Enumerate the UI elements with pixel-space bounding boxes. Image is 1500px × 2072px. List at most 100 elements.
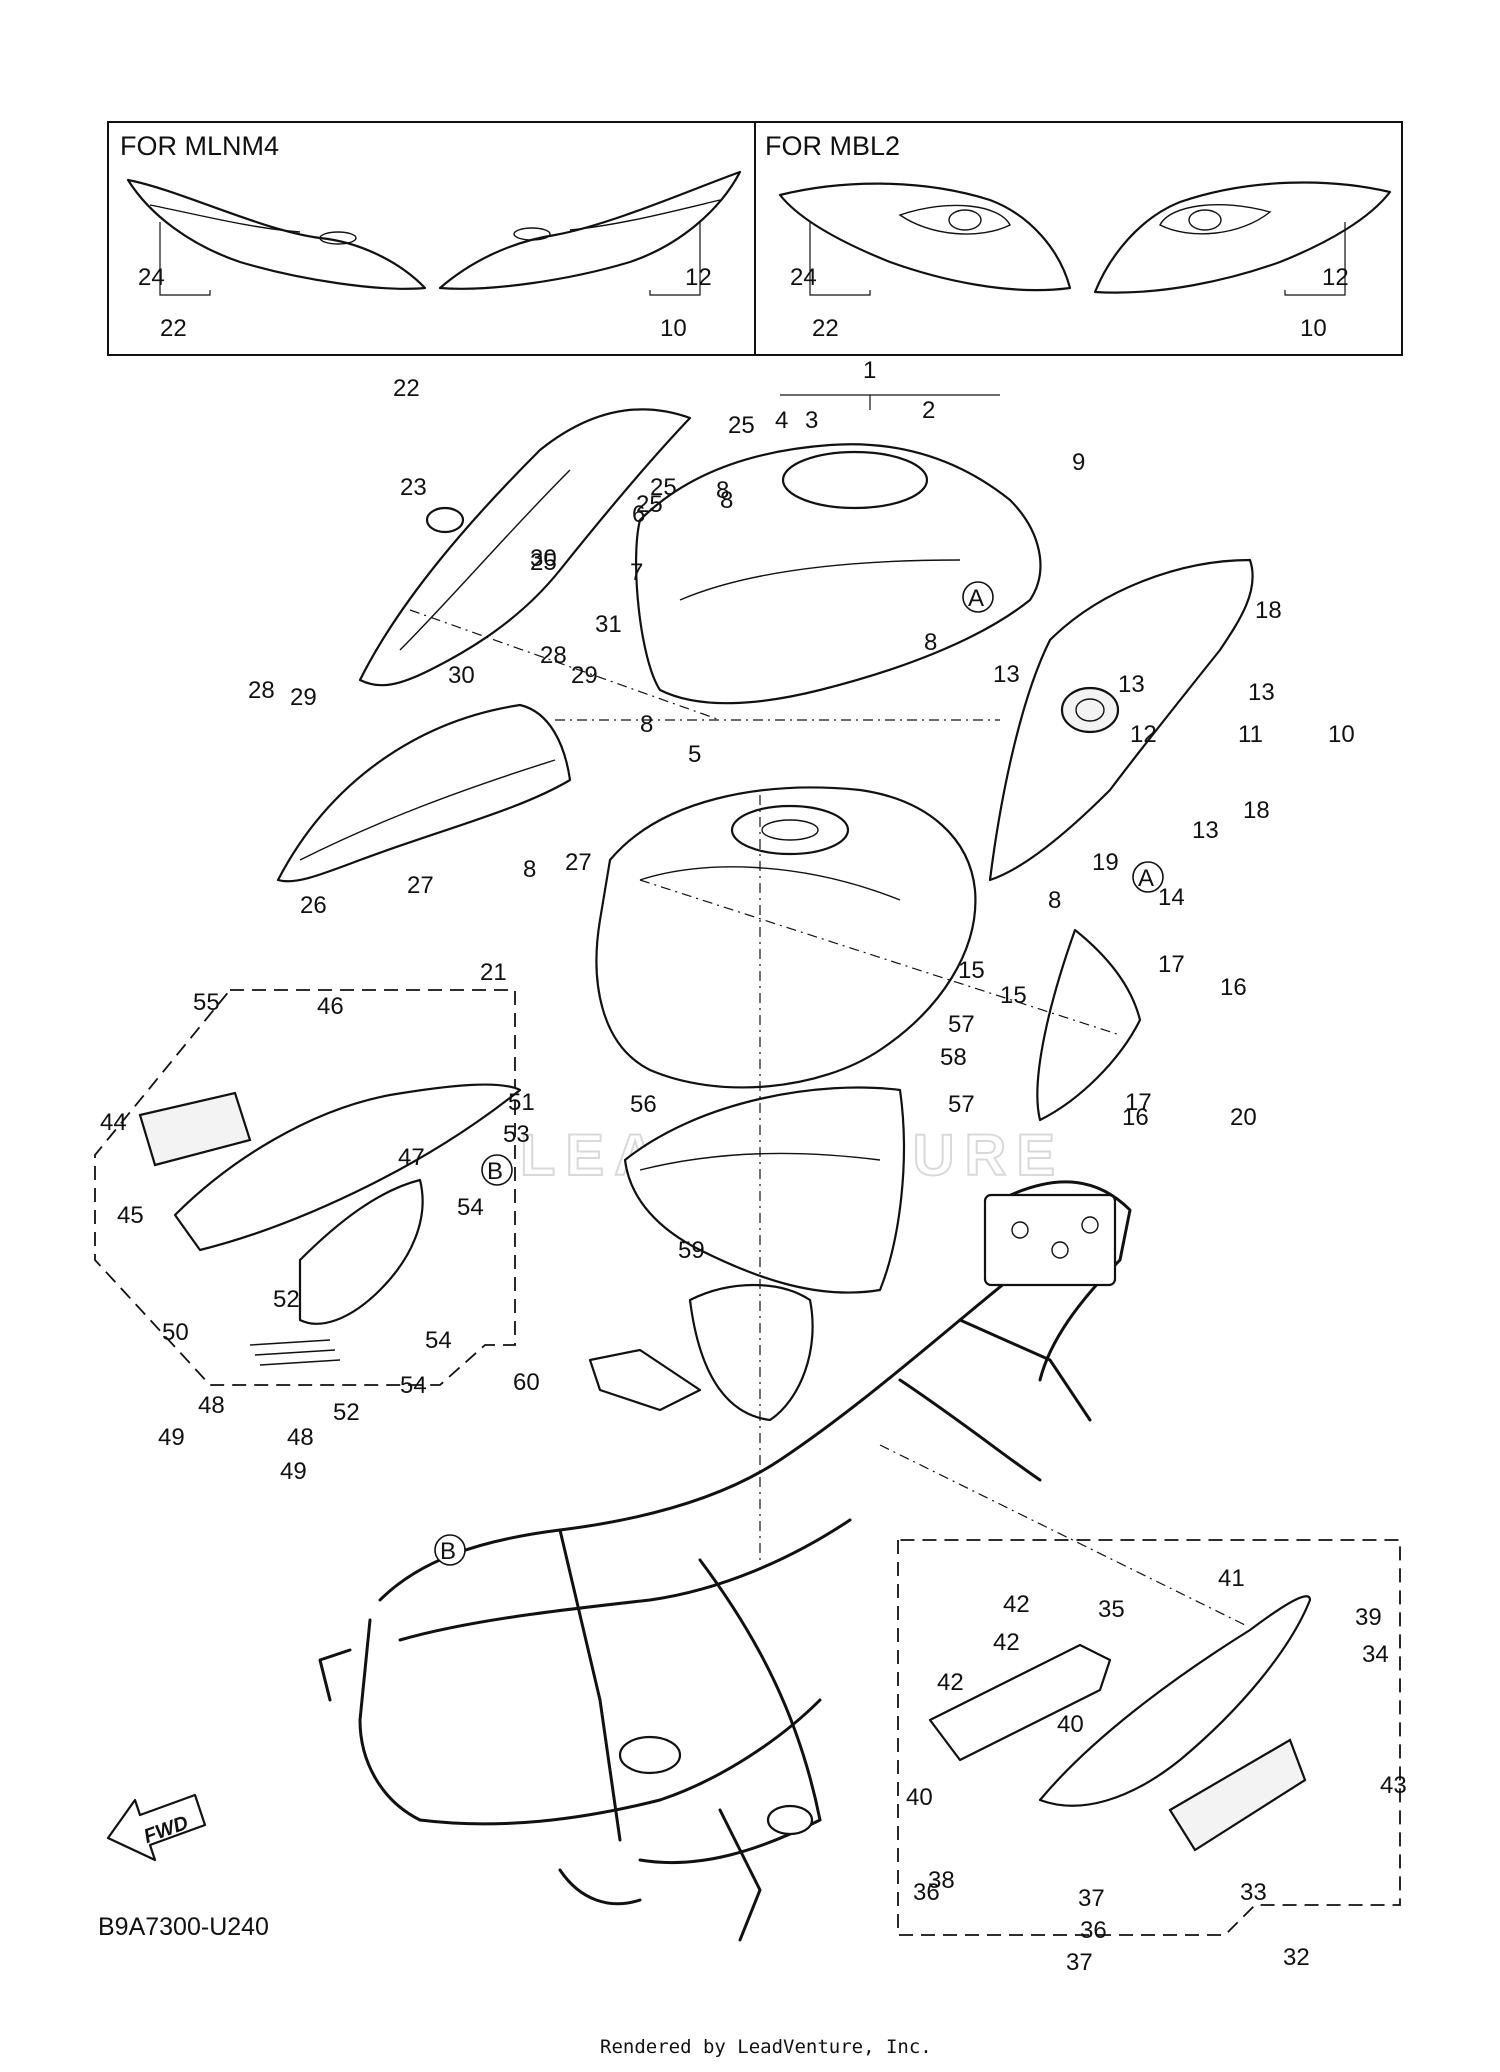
- callout-47: 47: [398, 1144, 425, 1171]
- callout-52: 52: [273, 1286, 300, 1313]
- callout-40: 40: [1057, 1711, 1084, 1738]
- callout-13: 13: [1192, 817, 1219, 844]
- callout-29: 29: [290, 684, 317, 711]
- callout-19: 19: [1092, 849, 1119, 876]
- callout-26: 26: [300, 892, 327, 919]
- callout-37: 37: [1078, 1885, 1105, 1912]
- callout: 12: [685, 264, 712, 291]
- callout: 24: [790, 264, 817, 291]
- callout-46: 46: [317, 993, 344, 1020]
- callout: 10: [660, 315, 687, 342]
- callout-59: 59: [678, 1237, 705, 1264]
- callout-25: 25: [636, 491, 663, 518]
- fwd-arrow-icon: FWD: [106, 1793, 207, 1862]
- callout-51: 51: [508, 1089, 535, 1116]
- callout-34: 34: [1362, 1641, 1389, 1668]
- marker-a: A: [962, 581, 994, 613]
- callout-55: 55: [193, 989, 220, 1016]
- callout-14: 14: [1158, 884, 1185, 911]
- connection-lines: [409, 394, 1246, 1626]
- callout-4: 4: [775, 407, 788, 434]
- callout-12: 12: [1130, 721, 1157, 748]
- callout-38: 38: [928, 1867, 955, 1894]
- callout-60: 60: [513, 1369, 540, 1396]
- svg-text:B: B: [487, 1158, 503, 1185]
- callout-16: 16: [1220, 974, 1247, 1001]
- callout-29: 29: [571, 662, 598, 689]
- left-cover-group: [94, 989, 516, 1386]
- svg-text:B: B: [440, 1538, 456, 1565]
- callout-13: 13: [1118, 671, 1145, 698]
- callout-8: 8: [716, 477, 729, 504]
- callout-49: 49: [280, 1458, 307, 1485]
- callout: 22: [812, 315, 839, 342]
- callout-42: 42: [937, 1669, 964, 1696]
- callout-16: 16: [1122, 1104, 1149, 1131]
- variant-mbl2: FOR MBL2 24 22 12 10: [765, 131, 1392, 342]
- callout-13: 13: [1248, 679, 1275, 706]
- callout-10: 10: [1328, 721, 1355, 748]
- callout-35: 35: [1098, 1596, 1125, 1623]
- callout-17: 17: [1158, 951, 1185, 978]
- callout-37: 37: [1066, 1949, 1093, 1976]
- callout-3: 3: [805, 407, 818, 434]
- callout-54: 54: [425, 1327, 452, 1354]
- callout-7: 7: [630, 559, 643, 586]
- callout-53: 53: [503, 1121, 530, 1148]
- callout-31: 31: [595, 611, 622, 638]
- callout-28: 28: [540, 642, 567, 669]
- callout-56: 56: [630, 1091, 657, 1118]
- callout-57: 57: [948, 1091, 975, 1118]
- callout-13: 13: [993, 661, 1020, 688]
- callout-45: 45: [117, 1202, 144, 1229]
- callout-20: 20: [1230, 1104, 1257, 1131]
- callout-50: 50: [162, 1319, 189, 1346]
- callout-22: 22: [393, 375, 420, 402]
- callout-21: 21: [480, 959, 507, 986]
- callout-8: 8: [924, 629, 937, 656]
- callout-30: 30: [448, 662, 475, 689]
- callout-9: 9: [1072, 449, 1085, 476]
- callout-36: 36: [913, 1879, 940, 1906]
- callout-49: 49: [158, 1424, 185, 1451]
- callout-25: 25: [650, 474, 677, 501]
- callout-1: 1: [863, 357, 876, 384]
- callout: 22: [160, 315, 187, 342]
- callout-25: 25: [728, 412, 755, 439]
- callout: 10: [1300, 315, 1327, 342]
- diagram-code: B9A7300-U240: [98, 1913, 269, 1941]
- callout-15: 15: [1000, 982, 1027, 1009]
- marker-b-target: B: [434, 1534, 466, 1566]
- callout-11: 11: [1238, 721, 1263, 748]
- callout-44: 44: [100, 1109, 127, 1136]
- callout-48: 48: [198, 1392, 225, 1419]
- callout-8: 8: [1048, 887, 1061, 914]
- callout-2: 2: [922, 397, 935, 424]
- callout-32: 32: [1283, 1944, 1310, 1971]
- callout-8: 8: [523, 856, 536, 883]
- callout: 24: [138, 264, 165, 291]
- tank-cover-assembly: [276, 408, 1254, 1422]
- callout-54: 54: [457, 1194, 484, 1221]
- callout-52: 52: [333, 1399, 360, 1426]
- left-cover-parts: [138, 1083, 522, 1366]
- callout-42: 42: [993, 1629, 1020, 1656]
- callout-57: 57: [948, 1011, 975, 1038]
- variant-heading: FOR MBL2: [765, 131, 900, 161]
- callout-36: 36: [1080, 1917, 1107, 1944]
- callout-23: 23: [400, 474, 427, 501]
- callout-30: 30: [530, 545, 557, 572]
- callout-15: 15: [958, 957, 985, 984]
- callout: 12: [1322, 264, 1349, 291]
- variant-heading: FOR MLNM4: [120, 131, 279, 161]
- callout-33: 33: [1240, 1879, 1267, 1906]
- callout-25: 25: [530, 549, 557, 576]
- callout-48: 48: [287, 1424, 314, 1451]
- callout-28: 28: [248, 677, 275, 704]
- callout-18: 18: [1243, 797, 1270, 824]
- callout-42: 42: [1003, 1591, 1030, 1618]
- marker-b: B: [481, 1154, 513, 1186]
- variants-panel: FOR MLNM4 24 22 12 10 FOR MBL2 24 2: [107, 121, 1403, 356]
- svg-text:A: A: [1138, 865, 1154, 892]
